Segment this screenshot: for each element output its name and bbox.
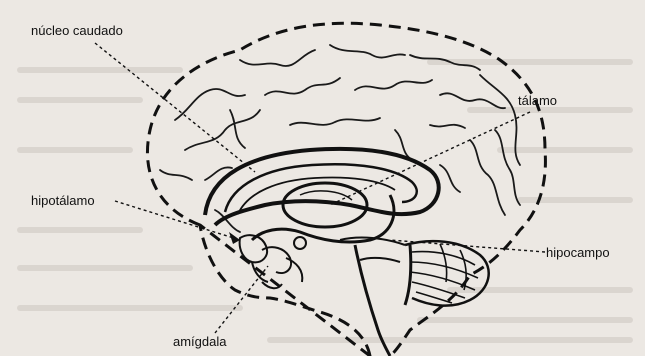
label-hipotalamo: hipotálamo (31, 193, 95, 209)
leader-hipocampo (390, 240, 545, 252)
leader-amigdala (215, 266, 268, 333)
label-talamo: tálamo (518, 93, 557, 109)
cerebellum-folia (410, 244, 478, 303)
leader-talamo (330, 112, 530, 205)
label-hipocampo: hipocampo (546, 245, 610, 261)
label-amigdala: amígdala (173, 334, 226, 350)
hipotalamo-arrowhead (229, 232, 240, 244)
pons (360, 258, 400, 262)
label-nucleo-caudado: núcleo caudado (31, 23, 123, 39)
